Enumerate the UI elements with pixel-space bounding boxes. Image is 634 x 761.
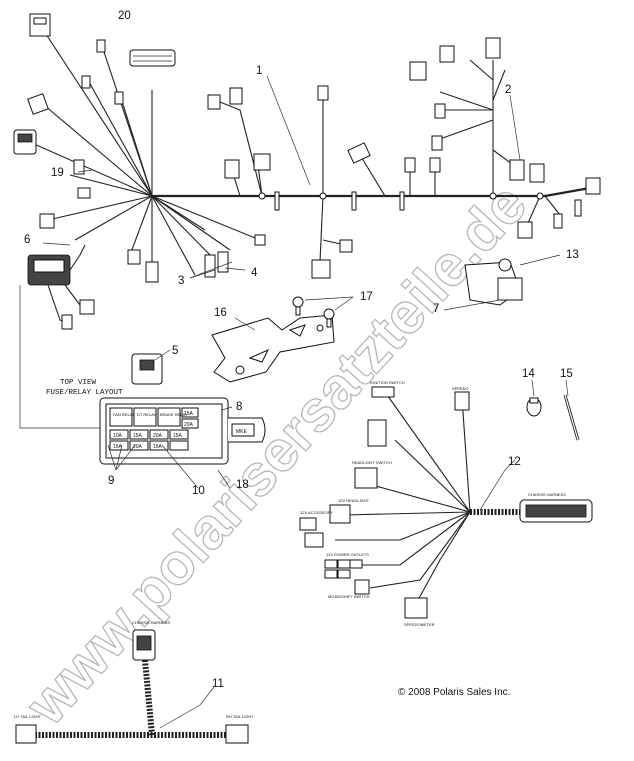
callout-6: 6 xyxy=(24,234,30,246)
fuse-cell-label: BRAKE RELAY xyxy=(160,412,188,417)
fuse-cell-label: 15A xyxy=(133,433,143,439)
callout-9: 9 xyxy=(108,475,114,487)
label-power: 12V POWER OUTLETS xyxy=(326,552,369,557)
callout-3: 3 xyxy=(178,275,184,287)
fuse-cell-label: 20A xyxy=(184,422,194,428)
callouts: 20 1 2 19 6 3 4 13 7 17 16 5 8 14 15 12 … xyxy=(24,10,579,690)
fuse-cell-label: DT RELAY xyxy=(137,412,157,417)
callout-17: 17 xyxy=(360,291,373,303)
connectors xyxy=(13,13,601,385)
label-lh-tail: LH TAIL LIGHT xyxy=(14,714,42,719)
label-speedometer: SPEEDOMETER xyxy=(404,622,435,627)
callout-5: 5 xyxy=(172,345,178,357)
label-ignition: IGNITION SWITCH xyxy=(370,380,405,385)
label-mode-switch: MODE/SHIFT SWITCH xyxy=(328,594,370,599)
watermark: www.polarisersatzteile.de xyxy=(12,171,540,738)
parts-14-15 xyxy=(526,394,580,441)
callout-20: 20 xyxy=(118,10,131,22)
copyright-text: © 2008 Polaris Sales Inc. xyxy=(398,687,510,698)
screw-17 xyxy=(323,308,335,320)
callout-1: 1 xyxy=(256,65,262,77)
connector-20 xyxy=(29,13,51,37)
callout-2: 2 xyxy=(505,84,511,96)
fuse-relay-box: FAN RELAY DT RELAY BRAKE RELAY 15A 20A 1… xyxy=(19,285,266,465)
callout-10: 10 xyxy=(192,485,205,497)
fuse-cell-label: 20A xyxy=(153,433,163,439)
fuse-cell-label: 15A xyxy=(184,411,194,417)
callout-13: 13 xyxy=(566,249,579,261)
label-chassis-11: CHASSIS HARNESS xyxy=(132,620,170,625)
callout-8: 8 xyxy=(236,401,242,413)
callout-15: 15 xyxy=(560,368,573,380)
label-rh-tail: RH TAIL LIGHT xyxy=(226,714,254,719)
callout-16: 16 xyxy=(214,307,227,319)
fuse-cell-label: FAN RELAY xyxy=(113,412,135,417)
callout-19: 19 xyxy=(51,167,64,179)
screw-17 xyxy=(292,296,304,308)
label-speedo: SPEEDO xyxy=(452,386,469,391)
label-chassis: CHASSIS HARNESS xyxy=(528,492,566,497)
fuse-cell-label: 15A xyxy=(153,444,163,450)
callout-7: 7 xyxy=(433,303,439,315)
callout-14: 14 xyxy=(522,368,535,380)
instrument-connector xyxy=(129,49,176,67)
fuse-cell-label: 15A xyxy=(173,433,183,439)
harness-trunk xyxy=(152,186,591,198)
fuse-box-tag: MKE xyxy=(236,429,248,435)
fuse-layout-title: TOP VIEW xyxy=(60,379,97,387)
fuse-cell-label: 15A xyxy=(113,444,123,450)
callout-4: 4 xyxy=(251,267,258,279)
bracket-16 xyxy=(211,296,335,383)
callout-11: 11 xyxy=(212,678,224,690)
fuse-layout-subtitle: FUSE/RELAY LAYOUT xyxy=(46,389,123,397)
fuse-cell-label: 20A xyxy=(133,444,143,450)
callout-18: 18 xyxy=(236,479,249,491)
label-headlight-switch: HEADLIGHT SWITCH xyxy=(352,460,392,465)
harness-12: IGNITION SWITCH SPEEDO HEADLIGHT SWITCH … xyxy=(299,380,593,627)
harness-11: CHASSIS HARNESS LH TAIL LIGHT RH TAIL LI… xyxy=(14,620,254,744)
label-accessory: 12V ACCESSORY xyxy=(300,510,333,515)
label-headlight: 12V HEADLIGHT xyxy=(338,498,370,503)
watermark-text: www.polarisersatzteile.de xyxy=(13,172,539,738)
callout-12: 12 xyxy=(508,456,521,468)
leader-lines xyxy=(42,75,569,729)
fuse-cell-label: 10A xyxy=(113,433,123,439)
main-harness xyxy=(24,24,591,276)
